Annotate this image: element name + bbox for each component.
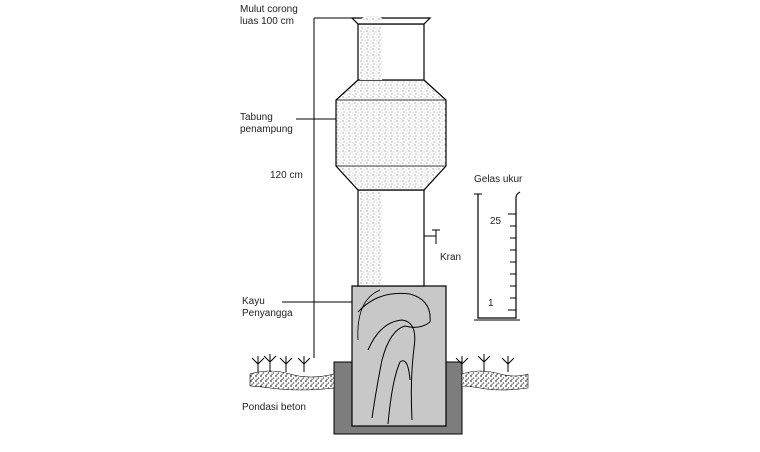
tap-label: Kran: [440, 252, 462, 263]
wood-support-label-line2: Penyangga: [242, 308, 293, 319]
funnel-mouth-label-line1: Mulut corong: [240, 4, 298, 15]
upper-neck-rain-fill: [360, 26, 382, 80]
ground-plants: [251, 354, 515, 372]
lower-cylinder-rain-fill: [360, 192, 382, 284]
tap-valve-icon: [424, 229, 440, 244]
height-dimension: [313, 17, 352, 358]
collector-tube-label-line2: penampung: [240, 124, 293, 135]
measuring-glass-label: Gelas ukur: [474, 174, 523, 185]
ground-soil: [249, 370, 529, 391]
concrete-foundation-label: Pondasi beton: [242, 402, 306, 413]
wooden-support: [351, 285, 447, 427]
height-label: 120 cm: [270, 170, 303, 181]
measuring-glass-tick-25: 25: [490, 216, 502, 227]
measuring-glass: [474, 191, 521, 321]
leader-lines: [282, 118, 352, 303]
wood-support-label-line1: Kayu: [242, 296, 265, 307]
collector-tube-label-line1: Tabung: [240, 112, 273, 123]
collector-tube: [335, 79, 447, 191]
funnel-mouth-label-line2: luas 100 cm: [240, 16, 294, 27]
measuring-glass-tick-1: 1: [488, 298, 494, 309]
